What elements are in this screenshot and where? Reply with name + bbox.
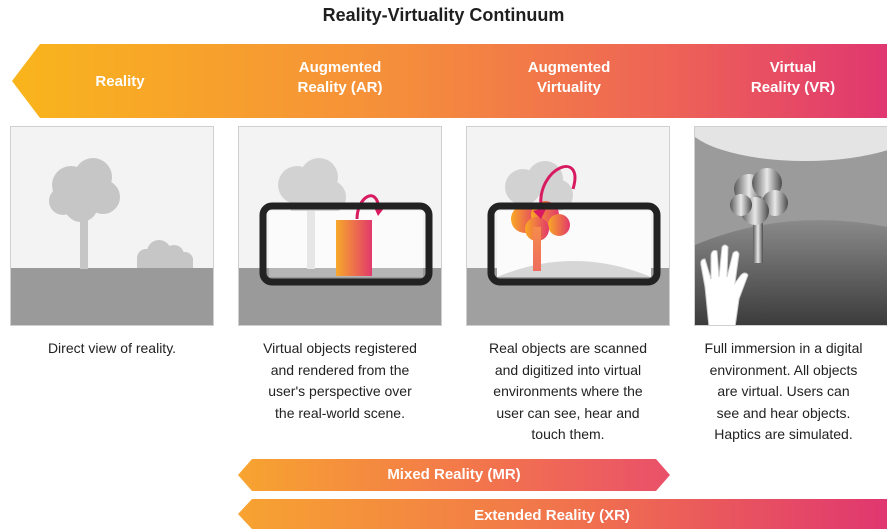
reality-panel	[10, 126, 214, 326]
reality-caption: Direct view of reality.	[47, 340, 177, 356]
extended-reality-bar	[238, 499, 887, 529]
tree-trunk	[80, 215, 88, 269]
curved-arrow-icon	[539, 165, 577, 208]
phone-frame	[487, 202, 661, 286]
stage-vr-label: Virtual Reality (VR)	[750, 59, 836, 96]
vr-scene	[695, 127, 887, 325]
tree-icon	[49, 158, 120, 222]
hand-icon	[700, 244, 749, 325]
continuum-arrow	[12, 44, 887, 118]
stage-ar-label: Augmented Reality (AR)	[297, 59, 383, 96]
phone-frame	[259, 202, 433, 286]
av-caption: Real objects are scanned and digitized i…	[489, 340, 647, 442]
ar-scene	[239, 127, 441, 325]
mixed-reality-bar	[238, 459, 670, 491]
vr-panel	[694, 126, 887, 326]
av-scene	[467, 127, 669, 325]
virtual-object	[336, 220, 372, 276]
bush-icon	[137, 240, 193, 268]
ar-caption: Virtual objects registered and rendered …	[263, 340, 417, 421]
reality-scene	[11, 127, 213, 325]
extended-reality-label: Extended Reality (XR)	[474, 507, 630, 524]
mixed-reality-label: Mixed Reality (MR)	[387, 466, 521, 483]
vr-caption: Full immersion in a digital environment.…	[704, 340, 863, 442]
stage-reality-label: Reality	[95, 73, 145, 90]
diagram-title: Reality-Virtuality Continuum	[322, 5, 565, 25]
av-panel	[466, 126, 670, 326]
virtual-tree-icon	[730, 168, 788, 225]
ar-panel	[238, 126, 442, 326]
stage-av-label: Augmented Virtuality	[527, 59, 611, 96]
